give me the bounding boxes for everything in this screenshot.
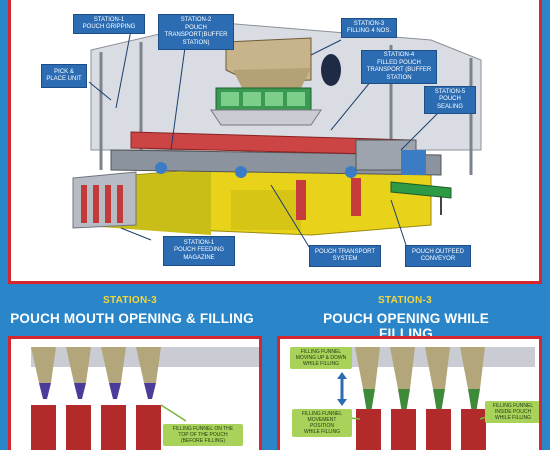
callout-station4-filled: STATION-4 FILLED POUCH TRANSPORT (BUFFER… xyxy=(361,50,437,84)
label-funnel-movement: FILLING FUNNEL MOVEMENT POSITION WHILE F… xyxy=(292,409,352,437)
callout-station1-gripping: STATION-1 POUCH GRIPPING xyxy=(73,14,145,34)
machine-overview-panel: STATION-1 POUCH GRIPPING STATION-2 POUCH… xyxy=(8,0,542,284)
right-station-heading: STATION-3 xyxy=(378,295,432,306)
left-filling-panel: FILLING FUNNEL ON THE TOP OF THE POUCH (… xyxy=(8,336,262,450)
callout-station2-transport: STATION-2 POUCH TRANSPORT(BUFFER STATION… xyxy=(158,14,234,50)
right-funnel-illustration xyxy=(337,347,535,450)
label-funnel-top: FILLING FUNNEL ON THE TOP OF THE POUCH (… xyxy=(163,424,243,446)
machine-illustration xyxy=(72,21,482,251)
callout-pick-place: PICK & PLACE UNIT xyxy=(41,64,87,88)
left-funnel-illustration xyxy=(31,347,259,450)
right-filling-panel: FILLING FUNNEL MOVING UP & DOWN WHILE FI… xyxy=(277,336,542,450)
left-station-heading: STATION-3 xyxy=(103,295,157,306)
callout-station1-magazine: STATION-1 POUCH FEEDING MAGAZINE xyxy=(163,236,235,266)
label-funnel-moving: FILLING FUNNEL MOVING UP & DOWN WHILE FI… xyxy=(290,347,352,369)
left-section-title: POUCH MOUTH OPENING & FILLING xyxy=(10,311,254,326)
callout-station3-filling: STATION-3 FILLING 4 NOS. xyxy=(341,18,397,38)
callout-outfeed-conveyor: POUCH OUTFEED CONVEYOR xyxy=(405,245,471,267)
callout-station5-sealing: STATION-5 POUCH SEALING xyxy=(424,86,476,114)
callout-transport-system: POUCH TRANSPORT SYSTEM xyxy=(309,245,381,267)
label-funnel-inside: FILLING FUNNEL INSIDE POUCH WHILE FILLIN… xyxy=(485,401,539,423)
